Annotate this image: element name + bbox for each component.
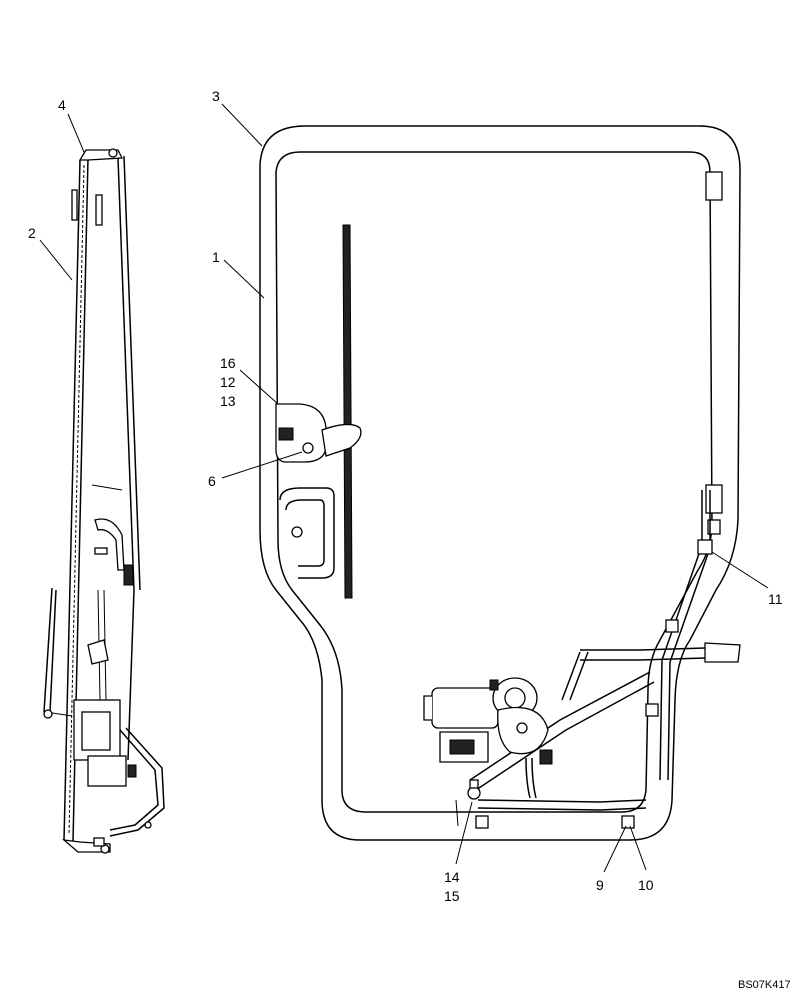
leader-14 — [455, 801, 473, 865]
leader-16 — [239, 369, 279, 405]
callout-14: 14 — [444, 869, 460, 885]
leader-3 — [221, 103, 263, 147]
leader-1 — [223, 259, 265, 299]
door-front-view — [259, 125, 741, 841]
door-side-view — [43, 148, 165, 854]
callout-4: 4 — [58, 97, 66, 113]
callout-13: 13 — [220, 393, 236, 409]
callout-15: 15 — [444, 888, 460, 904]
leader-4 — [67, 113, 85, 153]
leader-2 — [39, 239, 73, 281]
leader-10 — [629, 825, 647, 871]
callout-6: 6 — [208, 473, 216, 489]
callout-labels: 4 2 3 1 16 12 13 6 11 14 15 9 10 — [28, 88, 783, 904]
leader-6 — [221, 451, 303, 479]
leader-9 — [603, 825, 627, 873]
callout-3: 3 — [212, 88, 220, 104]
leader-lines — [39, 103, 769, 873]
callout-11: 11 — [768, 591, 783, 607]
callout-16: 16 — [220, 355, 236, 371]
drawing-code: BS07K417 — [738, 979, 791, 991]
callout-2: 2 — [28, 225, 36, 241]
leader-11 — [711, 551, 769, 589]
callout-1: 1 — [212, 249, 220, 265]
callout-10: 10 — [638, 877, 654, 893]
callout-9: 9 — [596, 877, 604, 893]
callout-12: 12 — [220, 374, 236, 390]
